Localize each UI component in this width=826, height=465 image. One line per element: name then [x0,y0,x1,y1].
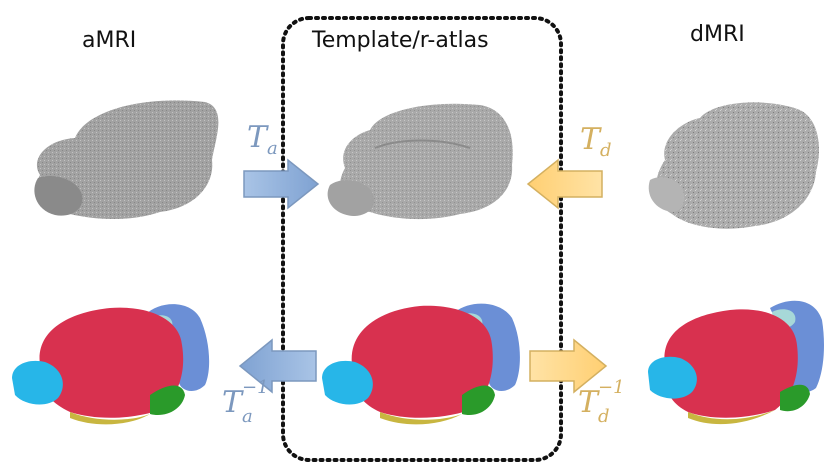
dmri-title: dMRI [690,22,745,47]
dmri-brain-gray [648,102,819,229]
template-brain-atlas [322,303,520,425]
transform-label-td: Td [580,122,612,161]
transform-label-ta: Ta [247,120,278,159]
amri-brain-gray [34,100,219,219]
amri-title: aMRI [82,28,137,53]
dmri-brain-atlas [648,300,824,425]
blue-left-arrow-icon [238,338,317,394]
yellow-left-arrow-icon [526,158,603,210]
template-box [281,16,563,462]
template-brain-gray [327,103,513,220]
template-title: Template/r-atlas [312,28,489,53]
amri-brain-atlas [12,304,210,425]
yellow-right-arrow-icon [529,338,608,394]
blue-right-arrow-icon [243,158,320,210]
